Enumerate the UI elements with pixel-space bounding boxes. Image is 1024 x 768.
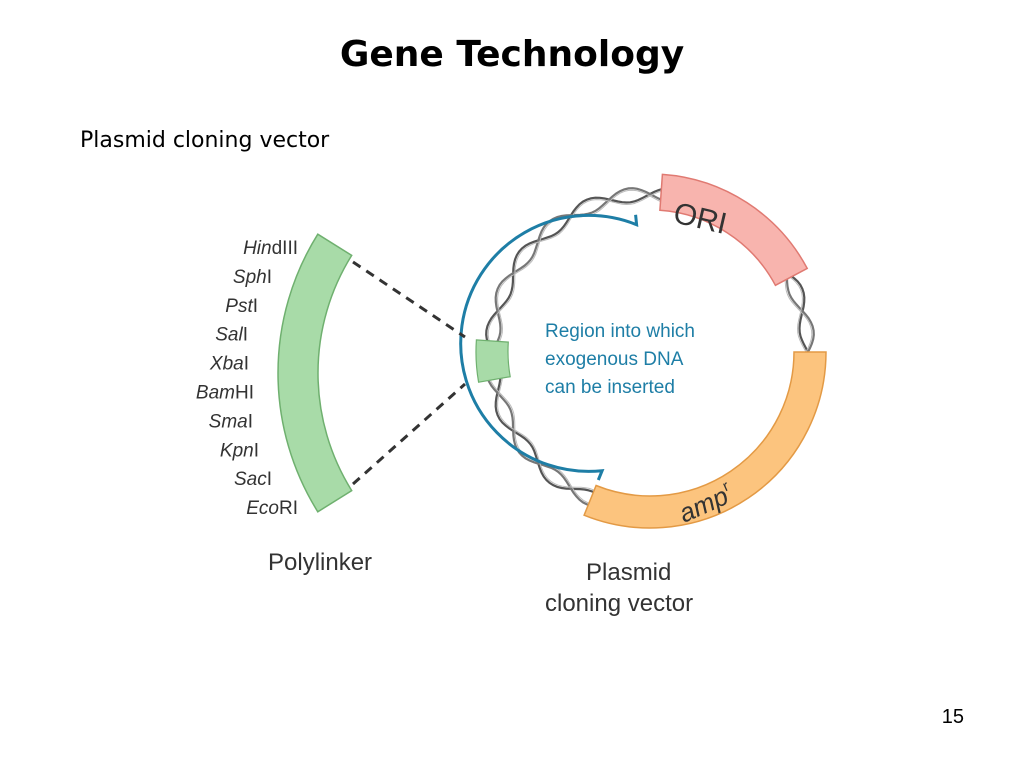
ori-segment: [659, 173, 809, 287]
restriction-site-label: XbaI: [209, 354, 249, 375]
restriction-site-italic: Bam: [196, 383, 235, 404]
restriction-site-label: PstI: [225, 296, 258, 317]
dashed-connector-bottom: [352, 382, 466, 486]
restriction-site-italic: Eco: [246, 498, 279, 519]
restriction-site-italic: Sac: [234, 469, 267, 490]
insert-region-bracket: [459, 213, 639, 481]
restriction-site-italic: Sma: [209, 411, 248, 432]
insert-region-label: Region into which exogenous DNA can be i…: [545, 321, 700, 398]
restriction-site-roman: dIII: [272, 238, 298, 259]
restriction-site-italic: Xba: [209, 354, 244, 375]
insert-region-line-3: can be inserted: [545, 377, 675, 398]
restriction-site-italic: Kpn: [220, 440, 254, 461]
restriction-site-label: KpnI: [220, 440, 259, 461]
plasmid-label-line-1: Plasmid: [586, 559, 671, 586]
polylinker-site-on-plasmid: [475, 339, 511, 383]
slide-subtitle: Plasmid cloning vector: [80, 128, 330, 153]
page-number: 15: [941, 706, 964, 728]
restriction-site-roman: I: [267, 469, 272, 490]
dashed-connector-top: [352, 260, 466, 339]
restriction-site-roman: HI: [235, 383, 254, 404]
restriction-site-list: HindIIISphIPstISalIXbaIBamHISmaIKpnISacI…: [196, 238, 298, 519]
restriction-site-label: SmaI: [209, 411, 253, 432]
restriction-site-italic: Sph: [233, 267, 267, 288]
restriction-site-roman: I: [248, 411, 253, 432]
slide-title: Gene Technology: [339, 34, 685, 75]
restriction-site-roman: I: [243, 325, 248, 346]
restriction-site-italic: Pst: [225, 296, 253, 317]
restriction-site-label: SacI: [234, 469, 272, 490]
amp-resistance-segment: [583, 351, 827, 529]
restriction-site-label: SalI: [215, 325, 248, 346]
polylinker-enlarged: [277, 233, 353, 513]
restriction-site-roman: I: [244, 354, 249, 375]
amp-label-superscript: r: [720, 478, 731, 496]
restriction-site-roman: I: [254, 440, 259, 461]
restriction-site-roman: RI: [279, 498, 298, 519]
restriction-site-roman: I: [253, 296, 258, 317]
insert-region-line-1: Region into which: [545, 321, 695, 342]
plasmid-label: Plasmid cloning vector: [545, 559, 693, 617]
restriction-site-italic: Hin: [243, 238, 272, 259]
restriction-site-italic: Sal: [215, 325, 243, 346]
restriction-site-label: BamHI: [196, 383, 254, 404]
polylinker-label: Polylinker: [268, 549, 372, 576]
restriction-site-label: HindIII: [243, 238, 298, 259]
restriction-site-roman: I: [267, 267, 272, 288]
restriction-site-label: EcoRI: [246, 498, 298, 519]
restriction-site-label: SphI: [233, 267, 272, 288]
plasmid-label-line-2: cloning vector: [545, 590, 693, 617]
insert-region-line-2: exogenous DNA: [545, 349, 684, 370]
